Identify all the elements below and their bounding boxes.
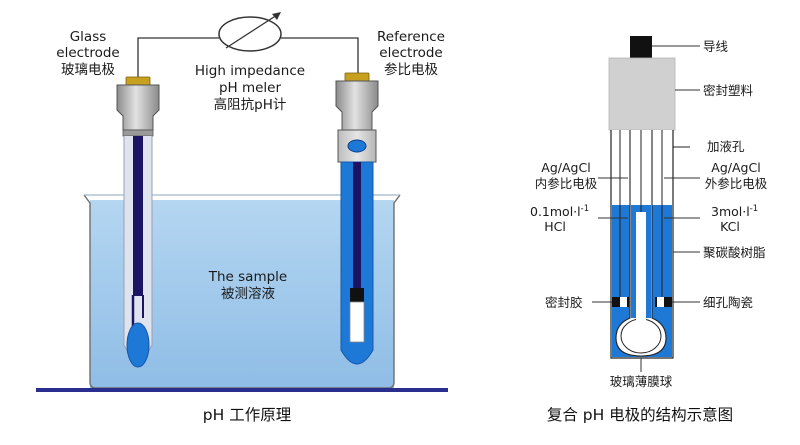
seal-plastic-label: 密封塑料 <box>703 83 754 98</box>
left-caption: pH 工作原理 <box>203 406 291 424</box>
ref-label-en-1: Reference <box>377 29 445 45</box>
polycarbonate-label: 聚碳酸树脂 <box>703 245 766 260</box>
fill-hole-label: 加液孔 <box>707 139 745 154</box>
kcl-conc-label: 3mol·l-1 <box>711 204 758 219</box>
meter-label-en-1: High impedance <box>195 63 305 79</box>
hcl-label: HCl <box>544 219 566 234</box>
glass-label-zh: 玻璃电极 <box>61 61 115 78</box>
hcl-conc-label: 0.1mol·l-1 <box>530 204 589 219</box>
glass-bulb-label: 玻璃薄膜球 <box>610 374 673 389</box>
inner-ref-label-2: 内参比电极 <box>535 176 598 191</box>
ph-meter-icon <box>218 12 282 52</box>
inner-ref-label-1: Ag/AgCl <box>541 160 590 175</box>
meter-wires <box>137 37 359 84</box>
lead-label: 导线 <box>703 39 729 54</box>
glass-electrode <box>116 76 160 368</box>
outer-ref-label-1: Ag/AgCl <box>711 160 760 175</box>
kcl-conc-text: 3mol·l <box>711 204 750 219</box>
sample-label-zh: 被测溶液 <box>221 286 275 302</box>
ceramic-label: 细孔陶瓷 <box>703 295 753 310</box>
meter-label-en-2: pH meler <box>219 80 282 96</box>
combination-electrode <box>608 36 690 359</box>
glass-label-en-1: Glass <box>70 29 107 45</box>
hcl-conc-text: 0.1mol·l <box>530 204 581 219</box>
sealant-label: 密封胶 <box>545 295 583 310</box>
reference-electrode <box>335 72 379 365</box>
kcl-label: KCl <box>720 219 740 234</box>
outer-ref-label-2: 外参比电极 <box>705 176 768 191</box>
glass-label-en-2: electrode <box>56 45 119 61</box>
sample-label-en: The sample <box>208 269 287 285</box>
meter-label-zh: 高阻抗pH计 <box>214 96 287 113</box>
ref-label-en-2: electrode <box>379 45 442 61</box>
right-caption: 复合 pH 电极的结构示意图 <box>547 405 733 424</box>
ref-label-zh: 参比电极 <box>384 61 438 78</box>
kcl-conc-exponent: -1 <box>750 204 758 214</box>
hcl-conc-exponent: -1 <box>581 204 589 214</box>
leader-lines <box>592 45 700 372</box>
